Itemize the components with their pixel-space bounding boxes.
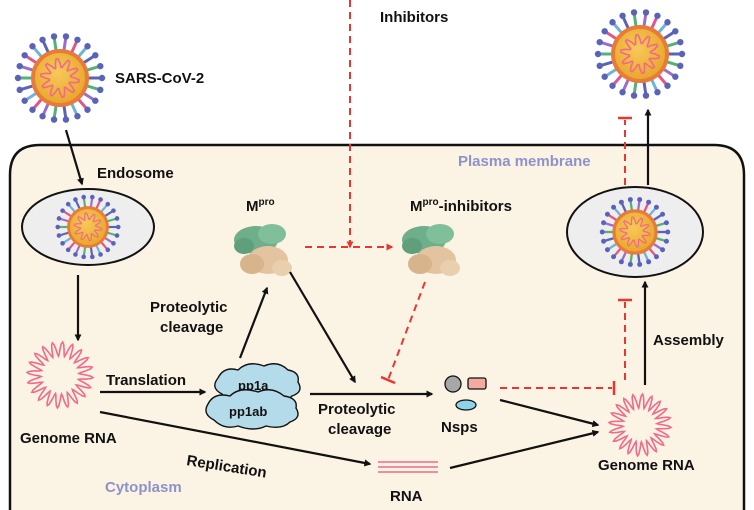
- rna-to-genome-arrow: [449, 429, 600, 470]
- cell-membrane: [8, 143, 746, 510]
- endosome-label: Endosome: [97, 165, 174, 182]
- virus-in-vesicle: [599, 197, 671, 267]
- rna-label: RNA: [390, 488, 423, 505]
- pp1ab-polyprotein: pp1ab: [205, 389, 299, 430]
- proteolytic-mid-line1: Proteolytic: [318, 401, 396, 418]
- nsps-proteins-icon: [444, 375, 487, 411]
- sars-cov-2-label: SARS-CoV-2: [115, 70, 204, 87]
- entry-arrow: [64, 129, 84, 186]
- cytoplasm-label: Cytoplasm: [105, 479, 182, 496]
- translation-label: Translation: [106, 372, 186, 389]
- mpro-cleavage-arrow: [289, 271, 356, 384]
- virus-particle-right: [594, 9, 686, 99]
- proteolytic-left-line2: cleavage: [160, 319, 223, 336]
- mpro-inhibitors-label: Mpro-inhibitors: [410, 197, 512, 215]
- genome-rna-left-label: Genome RNA: [20, 430, 117, 447]
- genome-rna-left-icon: [25, 340, 95, 410]
- inhibition-of-cleavage: [387, 281, 426, 381]
- inhibition-bar-cleavage: [380, 375, 396, 385]
- proteolytic-left-line1: Proteolytic: [150, 299, 228, 316]
- pp1ab-label: pp1ab: [229, 404, 267, 419]
- plasma-membrane-label: Plasma membrane: [458, 153, 591, 170]
- mpro-label: Mpro: [246, 197, 275, 215]
- rna-strands-icon: [378, 461, 438, 473]
- mpro-inhibitor-complex-icon: [402, 224, 460, 276]
- nsps-to-genome-arrow: [499, 398, 600, 428]
- inhibitors-label: Inhibitors: [380, 9, 448, 26]
- virus-particle-left: [14, 33, 106, 123]
- mpro-autocleavage-arrow: [238, 286, 269, 359]
- replication-arrow: [99, 410, 372, 467]
- virus-in-endosome: [55, 194, 121, 260]
- assembly-label: Assembly: [653, 332, 725, 349]
- proteolytic-mid-line2: cleavage: [328, 421, 391, 438]
- genome-rna-right-label: Genome RNA: [598, 457, 695, 474]
- genome-rna-right-icon: [607, 392, 673, 458]
- nsps-label: Nsps: [441, 419, 478, 436]
- mpro-protein-icon: [234, 224, 292, 276]
